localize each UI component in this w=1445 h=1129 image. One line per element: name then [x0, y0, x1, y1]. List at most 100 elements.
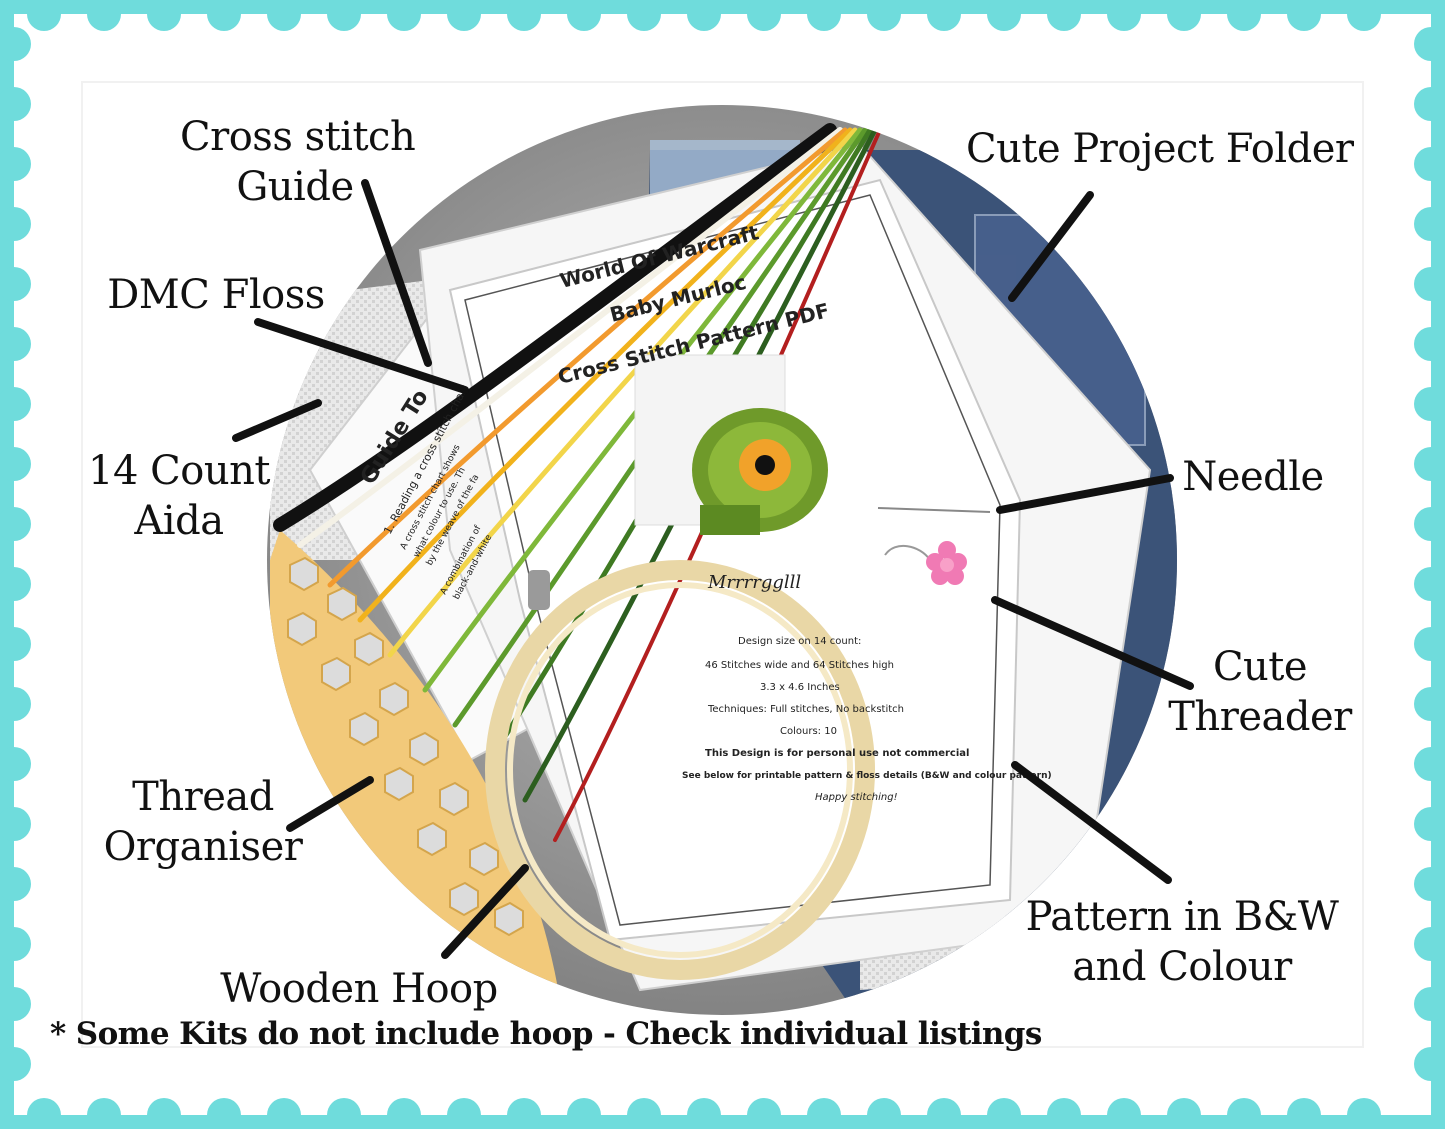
stamp-perforation — [987, 1098, 1021, 1129]
hoop-pointer — [441, 864, 529, 959]
stamp-perforation — [1227, 0, 1261, 31]
needle — [877, 507, 991, 513]
pattern-detail-7: See below for printable pattern & floss … — [682, 771, 1052, 781]
stamp-perforation — [0, 687, 31, 721]
threader — [884, 541, 967, 585]
stamp-perforation — [1414, 927, 1445, 961]
label-dmc-floss-text: DMC Floss — [107, 272, 325, 318]
label-project-folder-text: Cute Project Folder — [966, 126, 1354, 172]
stamp-perforation — [747, 1098, 781, 1129]
label-aida: 14 Count Aida — [86, 446, 272, 546]
label-wooden-hoop-text: Wooden Hoop — [220, 966, 498, 1012]
stamp-perforation — [1047, 0, 1081, 31]
stamp-perforation — [0, 627, 31, 661]
label-thread-organiser-line2: Organiser — [103, 824, 303, 870]
label-pattern-line1: Pattern in B&W — [1025, 894, 1339, 940]
stamp-perforation — [267, 1098, 301, 1129]
stamp-perforation — [327, 1098, 361, 1129]
stamp-perforation — [1414, 267, 1445, 301]
stamp-perforation — [27, 1098, 61, 1129]
label-pattern: Pattern in B&W and Colour — [1022, 892, 1342, 992]
stamp-perforation — [0, 147, 31, 181]
stamp-perforation — [867, 0, 901, 31]
label-threader-line1: Cute — [1212, 644, 1308, 690]
stamp-perforation — [687, 1098, 721, 1129]
stamp-perforation — [507, 0, 541, 31]
stamp-perforation — [1107, 1098, 1141, 1129]
pattern-detail-3: 3.3 x 4.6 Inches — [760, 682, 840, 693]
label-thread-organiser-line1: Thread — [132, 774, 274, 820]
stamp-perforation — [567, 0, 601, 31]
wooden-hoop — [485, 560, 875, 980]
stamp-perforation — [207, 0, 241, 31]
pattern-detail-8: Happy stitching! — [815, 792, 898, 803]
guide-pointer — [361, 179, 432, 367]
stamp-perforation — [87, 1098, 121, 1129]
stamp-perforation — [1414, 147, 1445, 181]
stamp-perforation — [807, 1098, 841, 1129]
organiser-holes — [287, 556, 524, 937]
stamp-perforation — [1227, 1098, 1261, 1129]
stamp-perforation — [1047, 1098, 1081, 1129]
stamp-perforation — [1414, 987, 1445, 1021]
label-threader-line2: Threader — [1168, 694, 1352, 740]
pattern-sheet — [448, 178, 1022, 942]
stamp-perforation — [507, 1098, 541, 1129]
pattern-detail-1: Design size on 14 count: — [738, 636, 861, 647]
stamp-perforation — [0, 447, 31, 481]
stamp-perforation — [687, 0, 721, 31]
stamp-perforation — [1414, 687, 1445, 721]
stamp-perforation — [0, 87, 31, 121]
stamp-perforation — [987, 0, 1021, 31]
stamp-perforation — [927, 0, 961, 31]
stamp-perforation — [1287, 1098, 1321, 1129]
label-wooden-hoop: Wooden Hoop — [214, 964, 504, 1014]
stamp-perforation — [1287, 0, 1321, 31]
label-pattern-line2: and Colour — [1072, 944, 1292, 990]
pattern-detail-5: Colours: 10 — [780, 726, 837, 737]
stamp-perforation — [1414, 447, 1445, 481]
stamp-perforation — [0, 387, 31, 421]
threader-pointer — [991, 596, 1194, 690]
stamp-perforation — [0, 807, 31, 841]
stamp-perforation — [1414, 867, 1445, 901]
label-thread-organiser: Thread Organiser — [98, 772, 308, 872]
stamp-perforation — [87, 0, 121, 31]
label-needle-text: Needle — [1182, 454, 1324, 500]
stamp-perforation — [447, 1098, 481, 1129]
stamp-perforation — [0, 867, 31, 901]
stamp-perforation — [207, 1098, 241, 1129]
stamp-perforation — [0, 327, 31, 361]
stamp-perforation — [627, 0, 661, 31]
stamp-perforation — [0, 27, 31, 61]
stamp-perforation — [1167, 1098, 1201, 1129]
folder-pointer — [1008, 191, 1094, 302]
stamp-perforation — [1107, 0, 1141, 31]
label-aida-line1: 14 Count — [88, 448, 270, 494]
stamp-perforation — [1414, 27, 1445, 61]
stamp-perforation — [0, 267, 31, 301]
pointer-lines — [232, 179, 1194, 959]
stamp-perforation — [627, 1098, 661, 1129]
stamp-perforation — [1414, 327, 1445, 361]
organiser-pointer — [286, 776, 374, 832]
label-dmc-floss: DMC Floss — [106, 270, 326, 320]
kit-photo — [267, 105, 1177, 1015]
stamp-perforation — [147, 0, 181, 31]
stamp-perforation — [27, 0, 61, 31]
label-aida-line2: Aida — [134, 498, 224, 544]
stamp-perforation — [1414, 567, 1445, 601]
stamp-perforation — [1414, 87, 1445, 121]
label-cross-stitch-guide-line2: Guide — [236, 164, 354, 210]
stamp-perforation — [0, 987, 31, 1021]
stamp-perforation — [747, 0, 781, 31]
aida-pointer — [232, 399, 322, 442]
stamp-perforation — [327, 0, 361, 31]
stamp-perforation — [1347, 1098, 1381, 1129]
stamp-perforation — [807, 0, 841, 31]
pattern-pointer — [1011, 761, 1172, 884]
label-needle: Needle — [1178, 452, 1328, 502]
stamp-perforation — [1414, 747, 1445, 781]
stamp-perforation — [147, 1098, 181, 1129]
